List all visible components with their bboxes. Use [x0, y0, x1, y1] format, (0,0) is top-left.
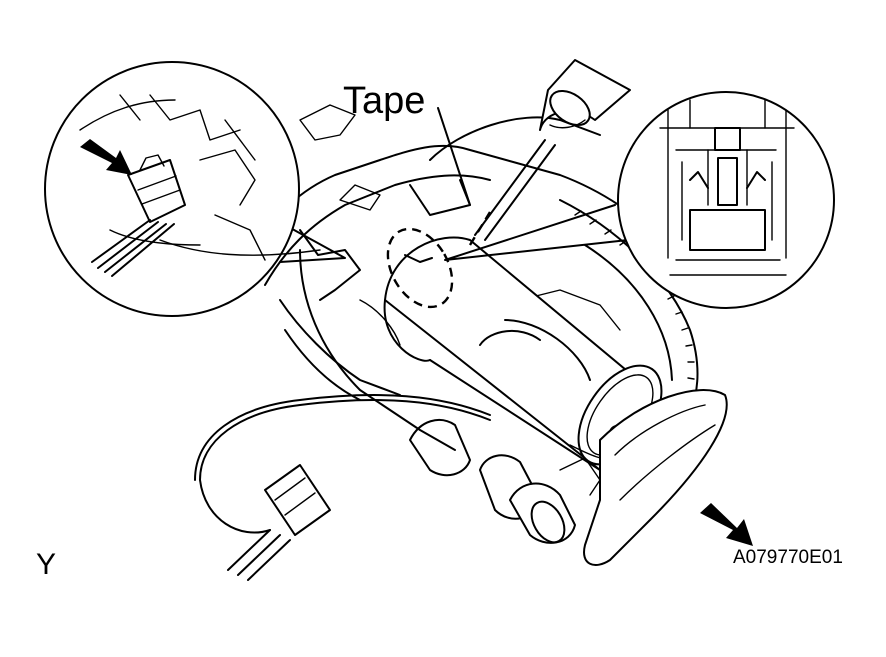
arrow-left-inset-icon: [80, 139, 132, 175]
screwdriver-icon: [468, 59, 631, 246]
corner-mark: Y: [36, 548, 57, 581]
wire-harness: [194, 394, 491, 581]
tape-callout-label: Tape: [343, 80, 426, 122]
figure-id: A079770E01: [733, 547, 843, 568]
left-detail-inset: [44, 61, 346, 317]
arrow-bottom-right-icon: [700, 503, 753, 546]
right-detail-inset: [444, 91, 835, 309]
pump-outlet-fittings: [479, 389, 728, 566]
tape-leader-line: [437, 107, 471, 206]
